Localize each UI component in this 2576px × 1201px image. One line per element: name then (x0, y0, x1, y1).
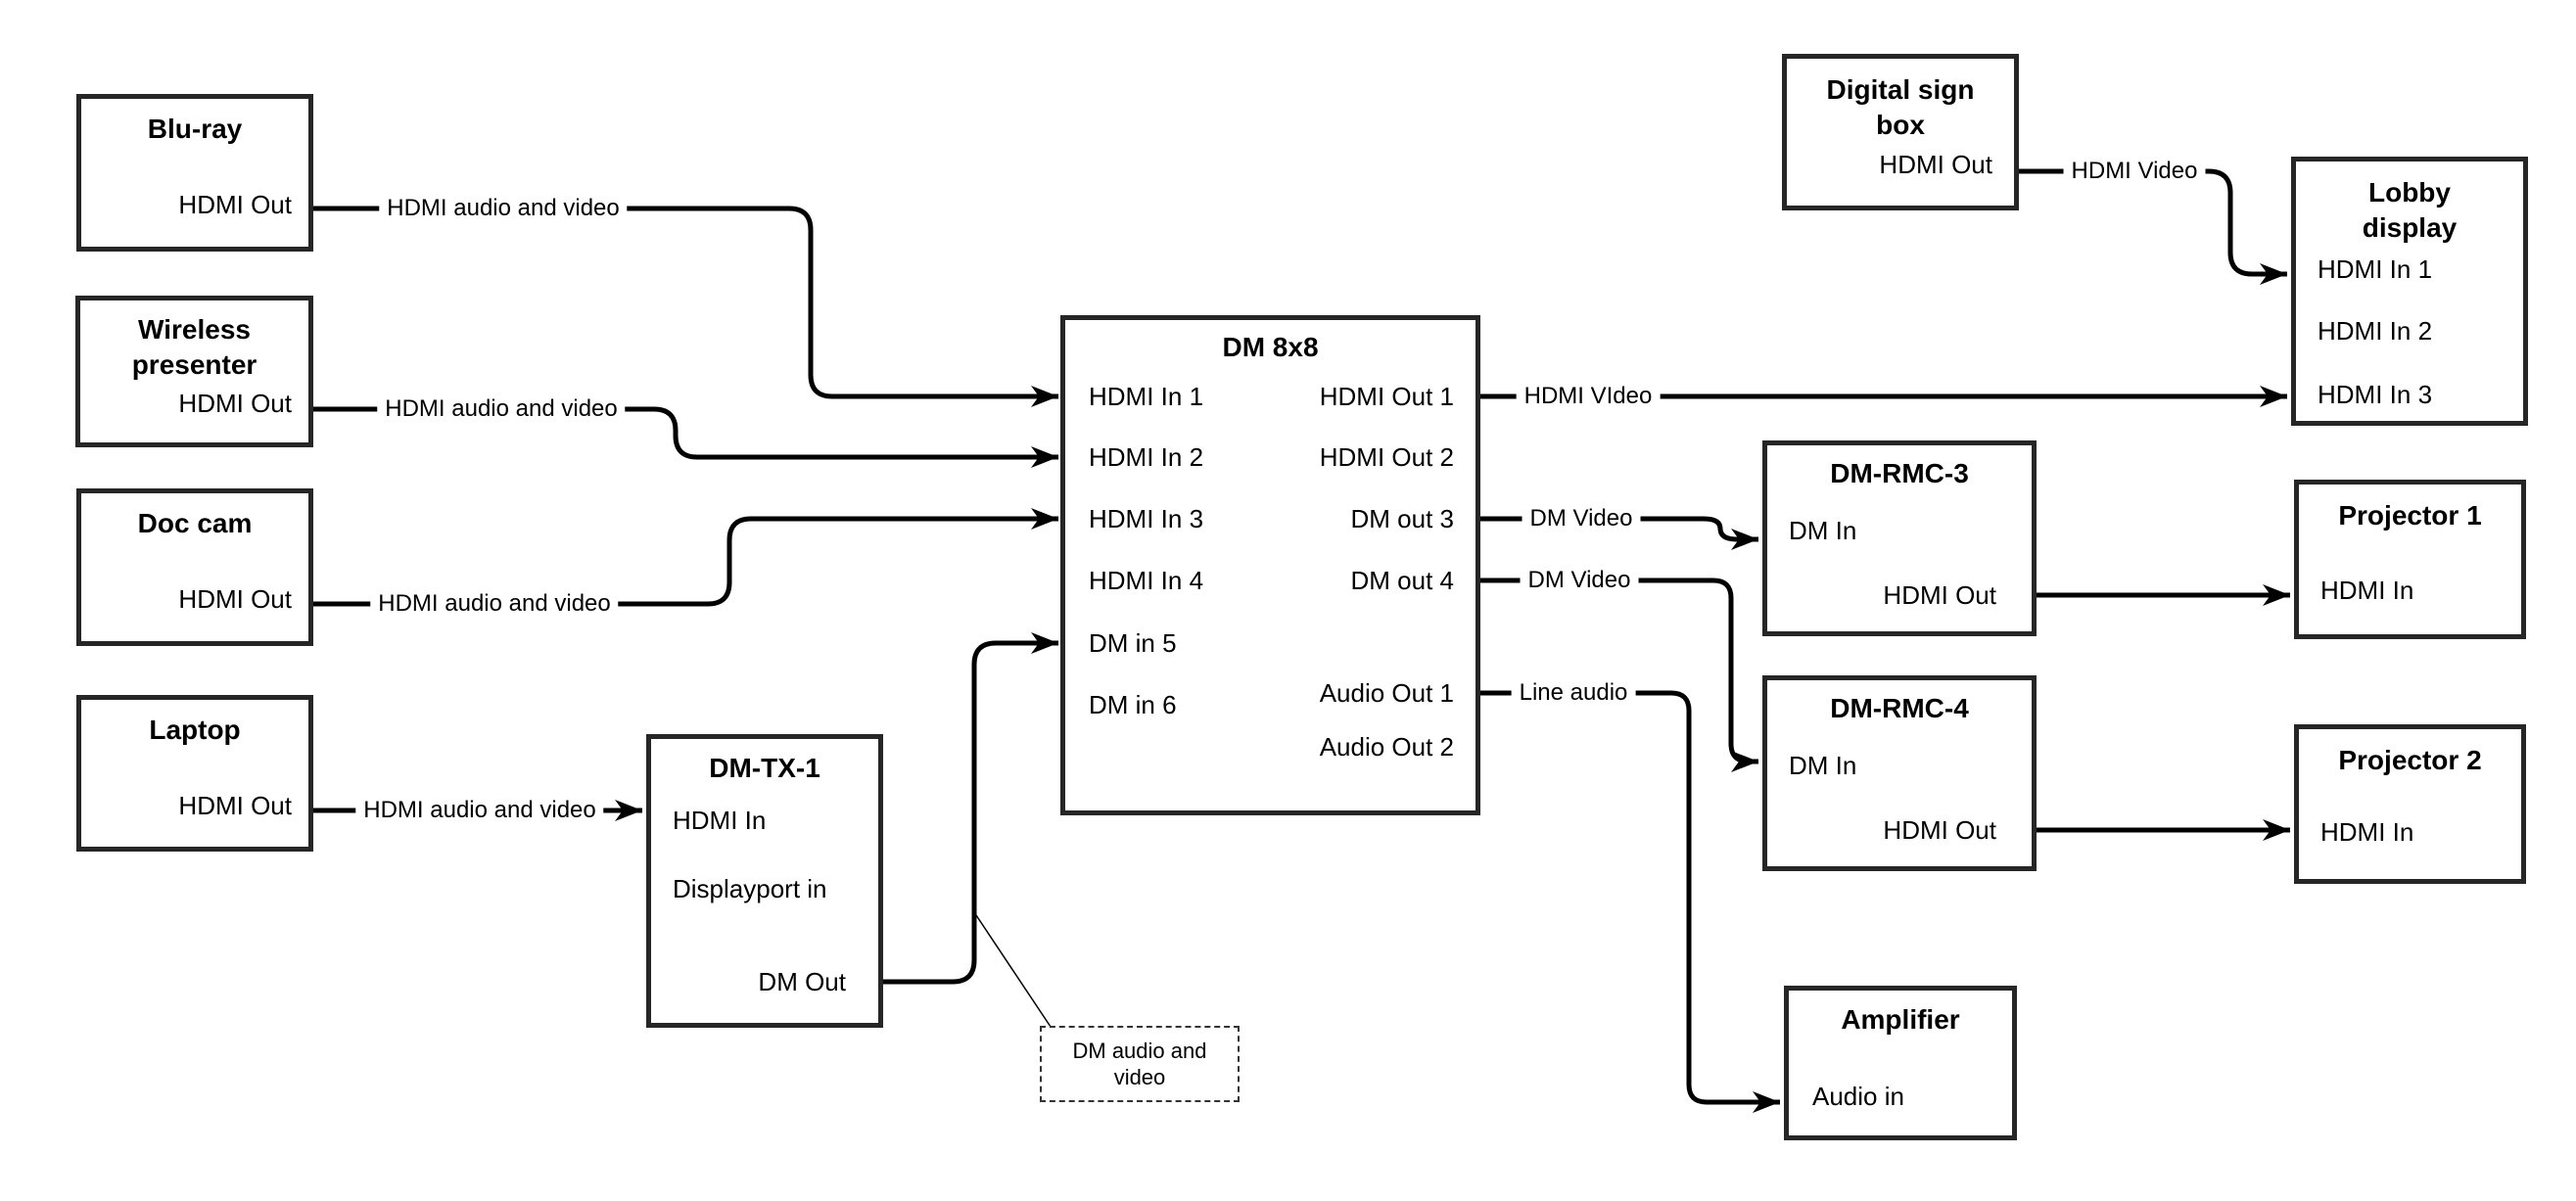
wire-label-dm-out3-video: DM Video (1522, 505, 1641, 532)
wire-label-laptop-hdmi-av: HDMI audio and video (355, 797, 604, 824)
wire-dm8x8-dm-out-3-to-dmrmc3-dm-in (1480, 516, 1758, 550)
node-wireless-presenter: Wireless presenter HDMI Out (75, 296, 313, 447)
port-dm8x8-hdmi-out-1: HDMI Out 1 (1319, 382, 1454, 411)
node-title: Amplifier (1841, 1004, 1960, 1035)
wire-label-line-audio: Line audio (1511, 679, 1636, 707)
port-wireless-hdmi-out: HDMI Out (178, 389, 292, 418)
node-title: DM 8x8 (1222, 332, 1319, 362)
wire-dm8x8-dm-out-4-to-dmrmc4-dm-in (1480, 577, 1758, 772)
port-doccam-hdmi-out: HDMI Out (178, 584, 292, 614)
port-lobby-hdmi-in-3: HDMI In 3 (2318, 380, 2433, 409)
port-dmtx1-dm-out: DM Out (758, 967, 846, 996)
node-projector2: Projector 2 HDMI In (2294, 724, 2526, 884)
node-title: DM-TX-1 (709, 753, 820, 783)
wire-dmtx1-dmout-to-dm8x8-dm-in-5 (883, 632, 1058, 985)
port-dm8x8-hdmi-in-3: HDMI In 3 (1089, 504, 1204, 533)
port-dmrmc4-dm-in: DM In (1789, 751, 1857, 780)
node-amplifier: Amplifier Audio in (1784, 986, 2017, 1140)
wire-label-wireless-hdmi-av: HDMI audio and video (377, 395, 626, 423)
port-bluray-hdmi-out: HDMI Out (178, 190, 292, 219)
node-dmrmc4: DM-RMC-4 DM In HDMI Out (1762, 675, 2037, 871)
node-title: Wireless presenter (131, 314, 258, 380)
node-title: Projector 1 (2338, 500, 2482, 531)
node-bluray: Blu-ray HDMI Out (76, 94, 313, 252)
wire-dm8x8-audio-out-1-to-amplifier-audio-in (1480, 690, 1780, 1113)
node-title: Projector 2 (2338, 745, 2482, 775)
port-digitalsign-hdmi-out: HDMI Out (1879, 150, 1992, 179)
port-dm8x8-dm-out-3: DM out 3 (1350, 504, 1455, 533)
node-title: Digital sign box (1826, 74, 1975, 140)
port-dm8x8-audio-out-2: Audio Out 2 (1319, 732, 1454, 762)
node-title: Blu-ray (147, 114, 243, 144)
wire-label-doccam-hdmi-av: HDMI audio and video (370, 590, 619, 618)
node-title: DM-RMC-3 (1830, 458, 1969, 488)
node-dmrmc3: DM-RMC-3 DM In HDMI Out (1762, 440, 2037, 636)
wire-label-bluray-hdmi-av: HDMI audio and video (379, 195, 628, 222)
port-dm8x8-dm-in-5: DM in 5 (1089, 628, 1177, 658)
wire-label-dm-out4-video: DM Video (1520, 567, 1639, 594)
node-dmtx1: DM-TX-1 HDMI In Displayport in DM Out (646, 734, 883, 1028)
port-dmrmc3-dm-in: DM In (1789, 516, 1857, 545)
port-projector1-hdmi-in: HDMI In (2320, 576, 2414, 605)
wire-label-digitalsign-hdmi-video: HDMI Video (2063, 158, 2206, 185)
node-title: Lobby display (2362, 177, 2458, 243)
port-dm8x8-dm-out-4: DM out 4 (1350, 566, 1455, 595)
node-projector1: Projector 1 HDMI In (2294, 480, 2526, 639)
port-dmrmc4-hdmi-out: HDMI Out (1883, 815, 1996, 845)
port-lobby-hdmi-in-2: HDMI In 2 (2318, 316, 2433, 346)
node-dm8x8: DM 8x8 HDMI In 1 HDMI In 2 HDMI In 3 HDM… (1060, 315, 1480, 815)
port-dm8x8-hdmi-in-4: HDMI In 4 (1089, 566, 1204, 595)
port-lobby-hdmi-in-1: HDMI In 1 (2318, 254, 2433, 284)
note-callout-line (973, 911, 1054, 1031)
node-laptop: Laptop HDMI Out (76, 695, 313, 852)
node-digital-sign-box: Digital sign box HDMI Out (1782, 54, 2019, 210)
node-title: Doc cam (137, 508, 253, 538)
port-dm8x8-hdmi-out-2: HDMI Out 2 (1319, 442, 1454, 472)
port-dm8x8-hdmi-in-1: HDMI In 1 (1089, 382, 1204, 411)
port-dmtx1-displayport-in: Displayport in (673, 874, 827, 903)
port-amplifier-audio-in: Audio in (1812, 1082, 1904, 1111)
wire-bluray-to-dm8x8-hdmi-in-1 (313, 206, 1058, 407)
wire-wireless-to-dm8x8-hdmi-in-2 (313, 406, 1058, 468)
wire-digitalsign-to-lobby-hdmi-in-1 (2019, 168, 2287, 285)
port-dmrmc3-hdmi-out: HDMI Out (1883, 580, 1996, 610)
port-projector2-hdmi-in: HDMI In (2320, 817, 2414, 847)
node-doc-cam: Doc cam HDMI Out (76, 488, 313, 646)
node-title: DM-RMC-4 (1830, 693, 1969, 723)
port-laptop-hdmi-out: HDMI Out (178, 791, 292, 820)
port-dm8x8-dm-in-6: DM in 6 (1089, 690, 1177, 719)
wire-doccam-to-dm8x8-hdmi-in-3 (313, 508, 1058, 607)
port-dm8x8-audio-out-1: Audio Out 1 (1319, 678, 1454, 708)
node-lobby-display: Lobby display HDMI In 1 HDMI In 2 HDMI I… (2291, 157, 2528, 426)
note-dm-audio-and-video: DM audio and video (1040, 1026, 1240, 1102)
wire-label-hdmi-out1-video: HDMI VIdeo (1516, 383, 1661, 410)
node-title: Laptop (149, 715, 241, 745)
port-dm8x8-hdmi-in-2: HDMI In 2 (1089, 442, 1204, 472)
port-dmtx1-hdmi-in: HDMI In (673, 806, 767, 835)
